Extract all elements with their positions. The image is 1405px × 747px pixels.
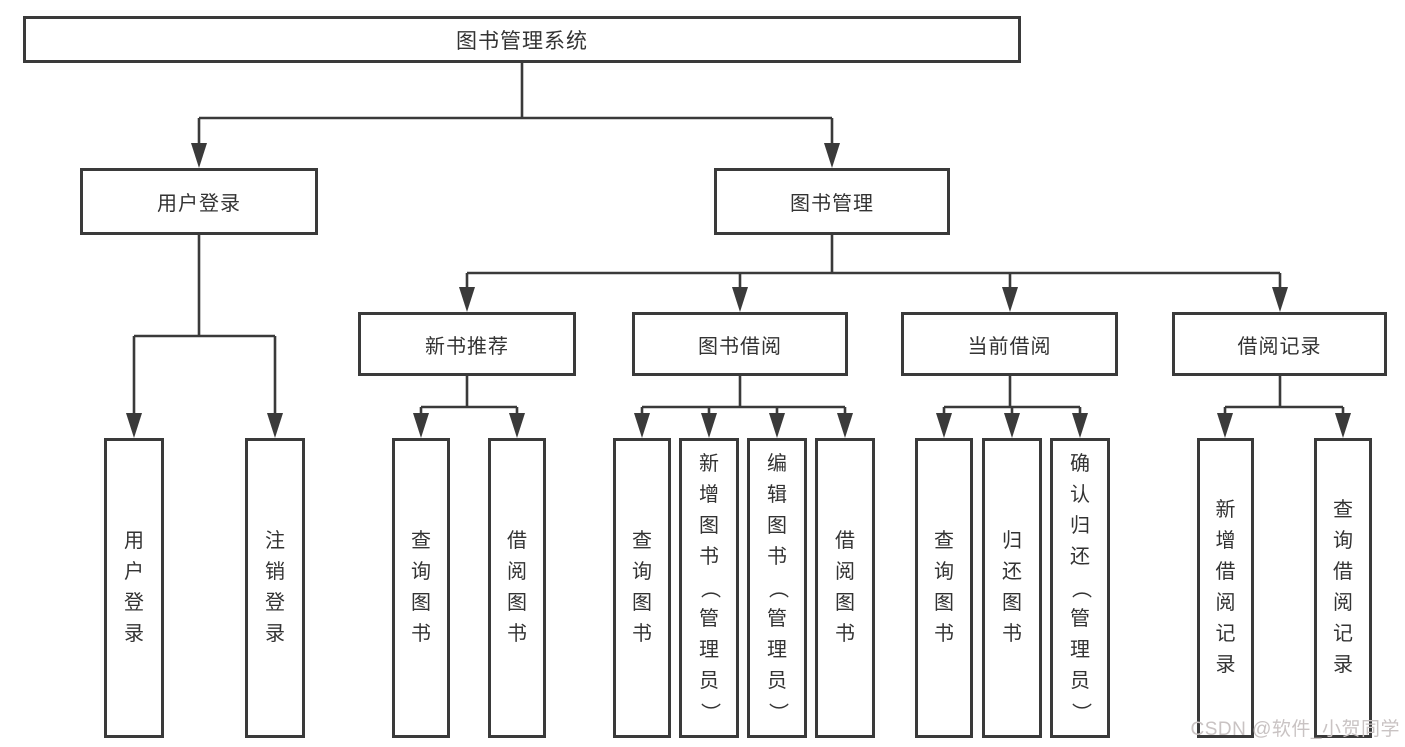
- connector: [126, 235, 283, 438]
- node-label: 用户登录: [157, 193, 241, 215]
- leaf-confirm-return-admin: 确认归还（管理员）: [1050, 438, 1110, 738]
- arrowhead-down-icon: [936, 413, 952, 438]
- leaf-query-books-recommend: 查询图书: [392, 438, 450, 738]
- connector: [413, 376, 525, 438]
- connector-path: [640, 376, 847, 420]
- leaf-query-books-borrow: 查询图书: [613, 438, 671, 738]
- node-label: 新书推荐: [425, 335, 509, 358]
- leaf-query-borrow-record: 查询借阅记录: [1314, 438, 1372, 738]
- node-label: 查询图书: [632, 530, 652, 645]
- node-label: 借阅图书: [835, 530, 855, 645]
- node-borrowing-records: 借阅记录: [1172, 312, 1387, 376]
- connector-path: [419, 376, 519, 420]
- arrowhead-down-icon: [837, 413, 853, 438]
- connector-path: [465, 235, 1282, 294]
- arrowhead-down-icon: [701, 413, 717, 438]
- arrowhead-down-icon: [126, 413, 142, 438]
- connector-path: [1223, 376, 1345, 420]
- node-label: 新增借阅记录: [1215, 499, 1236, 676]
- node-label: 查询图书: [934, 530, 954, 645]
- node-book-borrowing: 图书借阅: [632, 312, 848, 376]
- arrowhead-down-icon: [1072, 413, 1088, 438]
- node-user-login: 用户登录: [80, 168, 318, 235]
- arrowhead-down-icon: [413, 413, 429, 438]
- arrowhead-down-icon: [732, 287, 748, 312]
- node-label: 图书管理: [790, 193, 874, 215]
- arrowhead-down-icon: [769, 413, 785, 438]
- node-label: 新增图书（管理员）: [698, 452, 721, 723]
- leaf-query-books-current: 查询图书: [915, 438, 973, 738]
- leaf-add-book-admin: 新增图书（管理员）: [679, 438, 739, 738]
- connector: [1217, 376, 1351, 438]
- leaf-edit-book-admin: 编辑图书（管理员）: [747, 438, 807, 738]
- arrowhead-down-icon: [1272, 287, 1288, 312]
- leaf-borrow-books-recommend: 借阅图书: [488, 438, 546, 738]
- arrowhead-down-icon: [1002, 287, 1018, 312]
- connector-path: [197, 63, 834, 150]
- node-label: 用户登录: [124, 530, 144, 645]
- node-label: 借阅记录: [1237, 335, 1322, 358]
- node-label: 确认归还（管理员）: [1069, 452, 1092, 723]
- connector: [191, 63, 840, 168]
- arrowhead-down-icon: [634, 413, 650, 438]
- node-current-borrowing: 当前借阅: [901, 312, 1118, 376]
- leaf-add-borrow-record: 新增借阅记录: [1197, 438, 1254, 738]
- arrowhead-down-icon: [1217, 413, 1233, 438]
- leaf-logout: 注销登录: [245, 438, 305, 738]
- node-label: 编辑图书（管理员）: [766, 452, 789, 723]
- connector: [634, 376, 853, 438]
- arrowhead-down-icon: [459, 287, 475, 312]
- leaf-user-login: 用户登录: [104, 438, 164, 738]
- arrowhead-down-icon: [509, 413, 525, 438]
- node-label: 图书管理系统: [456, 29, 588, 53]
- connector: [936, 376, 1088, 438]
- node-label: 图书借阅: [698, 335, 782, 358]
- node-label: 当前借阅: [967, 335, 1052, 358]
- node-library-management-system: 图书管理系统: [23, 16, 1021, 63]
- connector-path: [132, 235, 277, 420]
- node-label: 查询图书: [411, 530, 431, 645]
- arrowhead-down-icon: [1004, 413, 1020, 438]
- node-label: 归还图书: [1002, 530, 1022, 645]
- node-book-management: 图书管理: [714, 168, 950, 235]
- node-new-book-recommendation: 新书推荐: [358, 312, 576, 376]
- csdn-watermark: CSDN @软件_小贺同学: [1190, 719, 1400, 740]
- node-label: 借阅图书: [507, 530, 527, 645]
- arrowhead-down-icon: [1335, 413, 1351, 438]
- arrowhead-down-icon: [824, 143, 840, 168]
- arrowhead-down-icon: [191, 143, 207, 168]
- leaf-return-books: 归还图书: [982, 438, 1042, 738]
- connector: [459, 235, 1288, 312]
- arrowhead-down-icon: [267, 413, 283, 438]
- node-label: 注销登录: [265, 530, 285, 645]
- node-label: 查询借阅记录: [1333, 499, 1353, 676]
- leaf-borrow-books: 借阅图书: [815, 438, 875, 738]
